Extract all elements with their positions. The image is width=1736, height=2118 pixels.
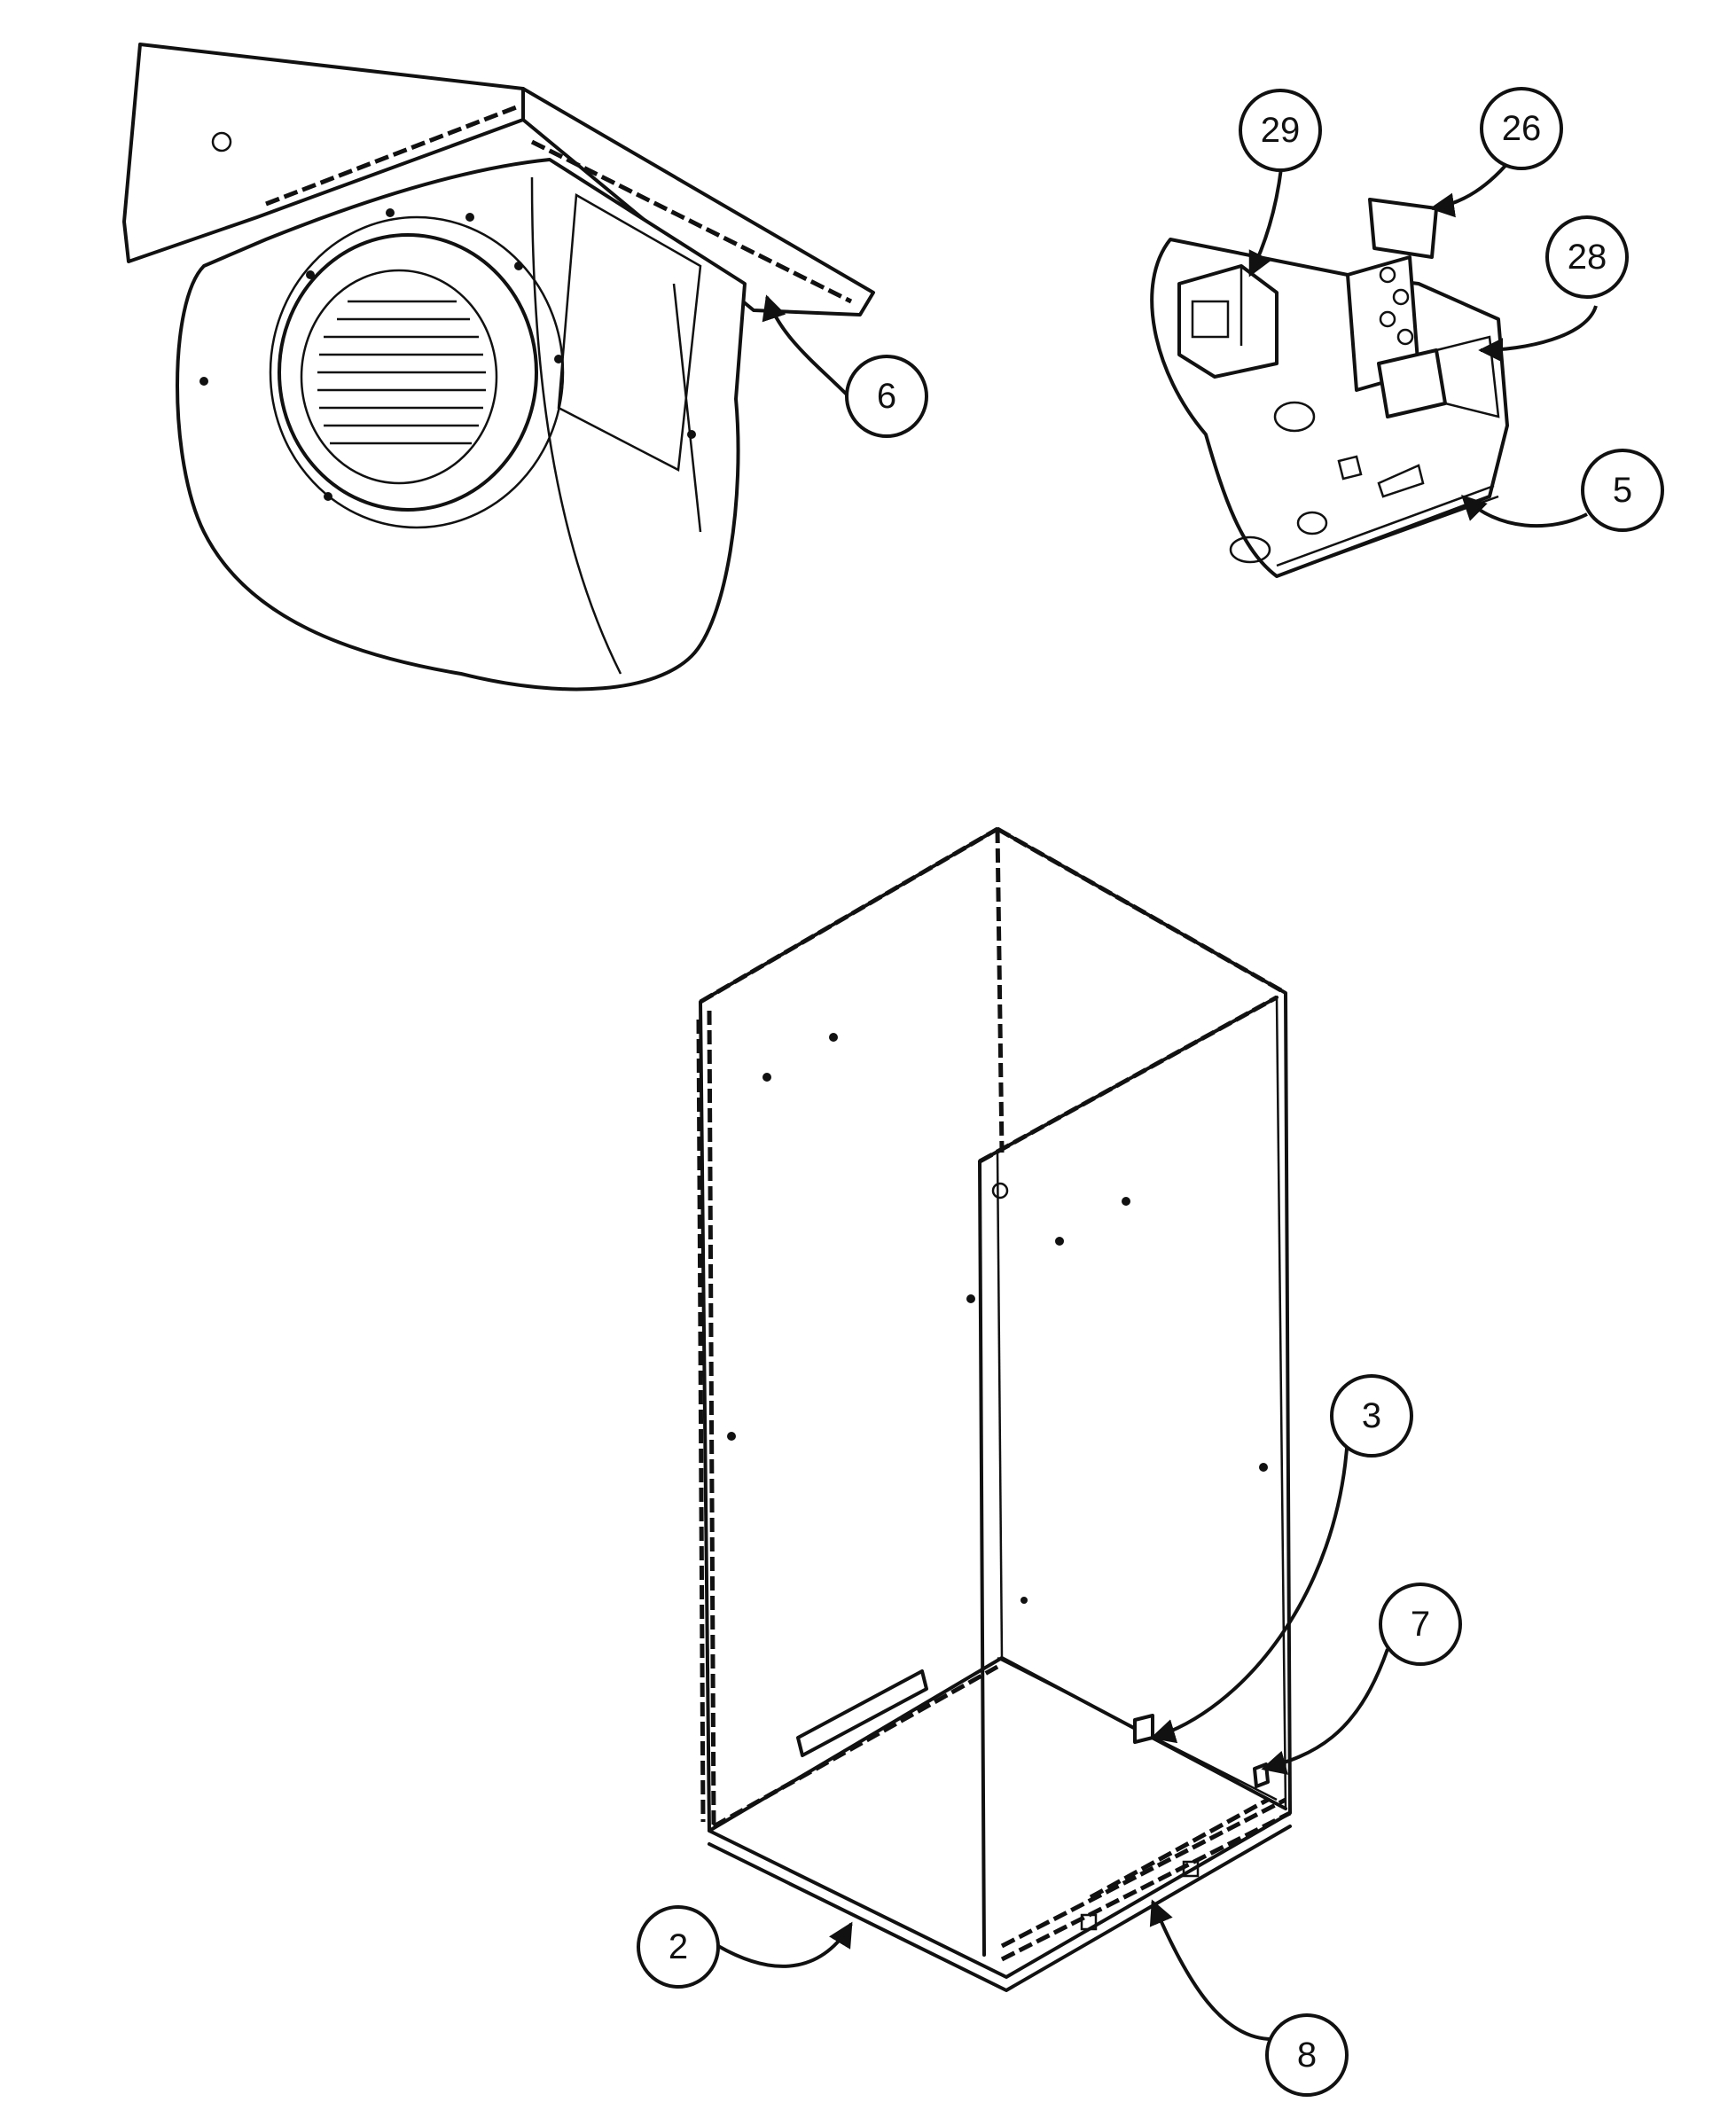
callout-29: 29	[1239, 89, 1322, 172]
callout-label: 7	[1411, 1605, 1430, 1644]
callout-label: 2	[669, 1927, 688, 1966]
callout-label: 5	[1613, 471, 1632, 510]
cabinet-screws	[727, 1033, 1268, 1604]
callout-6: 6	[845, 355, 928, 438]
callout-label: 6	[877, 377, 896, 416]
callout-28: 28	[1545, 215, 1629, 299]
callout-2: 2	[637, 1905, 720, 1989]
cabinet	[696, 826, 1292, 1992]
blower-assembly	[122, 43, 875, 692]
leader-lines	[717, 153, 1598, 2041]
callout-5: 5	[1581, 449, 1664, 532]
callout-label: 26	[1502, 109, 1542, 148]
callout-label: 8	[1297, 2036, 1317, 2075]
callout-label: 3	[1362, 1396, 1381, 1435]
callout-3: 3	[1330, 1374, 1413, 1458]
control-box	[1150, 198, 1509, 578]
callout-label: 28	[1568, 238, 1607, 277]
callout-7: 7	[1379, 1583, 1462, 1666]
blower-screws	[199, 208, 696, 501]
callout-label: 29	[1261, 111, 1301, 150]
callout-8: 8	[1265, 2013, 1349, 2097]
callout-26: 26	[1480, 87, 1563, 170]
